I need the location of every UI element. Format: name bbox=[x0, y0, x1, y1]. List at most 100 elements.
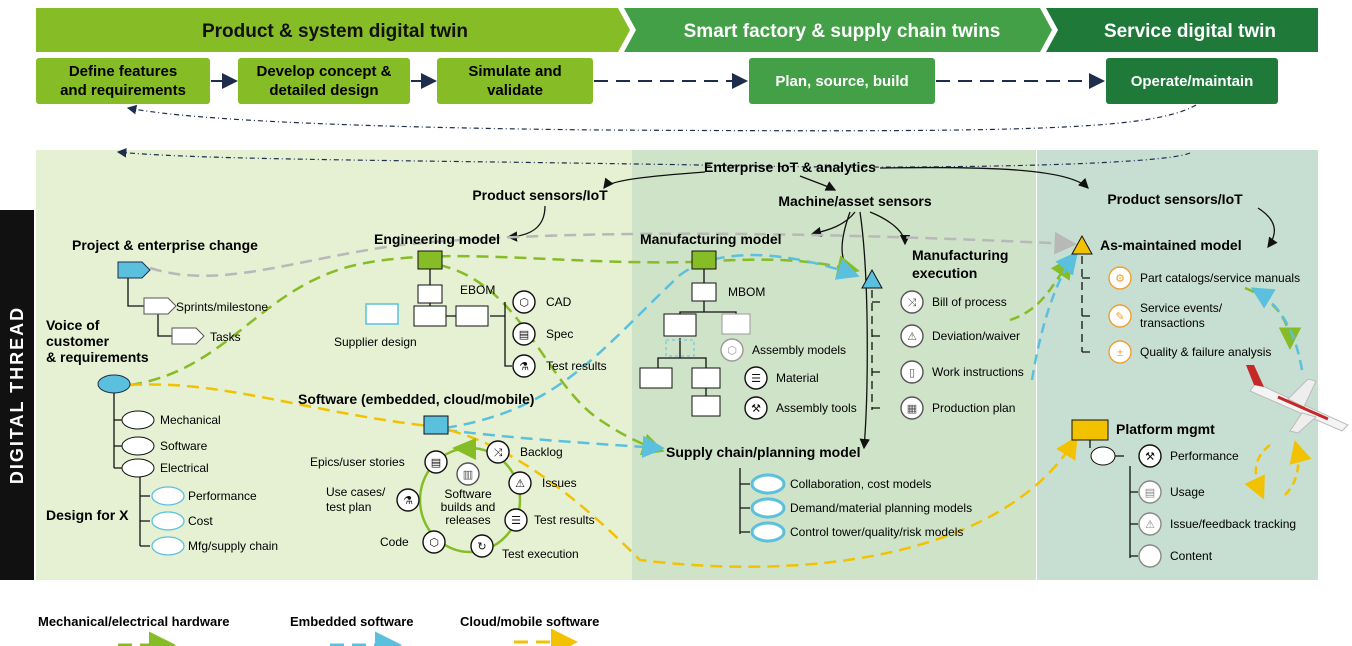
svg-text:±: ± bbox=[1117, 347, 1123, 359]
maintained-item-label: transactions bbox=[1140, 316, 1205, 330]
as-maintained-triangle bbox=[1071, 234, 1093, 255]
phase-product-label: Product & system digital twin bbox=[202, 21, 468, 42]
cyan-to-supply bbox=[444, 428, 665, 459]
ebom-node-1 bbox=[417, 284, 443, 304]
warning-icon: ⚠ bbox=[1138, 512, 1162, 536]
dfx-node bbox=[151, 511, 185, 531]
svg-text:▥: ▥ bbox=[463, 469, 473, 481]
supply-list: Collaboration, cost modelsDemand/materia… bbox=[750, 473, 972, 543]
project-change-node bbox=[117, 261, 151, 279]
sprints-node bbox=[143, 297, 177, 315]
mbom-tree-lines bbox=[657, 269, 737, 399]
ebom-node-3 bbox=[455, 305, 489, 327]
process-steps: Define features and requirements Develop… bbox=[36, 58, 1278, 132]
mbom-item-label: Material bbox=[776, 371, 819, 385]
software-cycle-arrowhead bbox=[452, 438, 476, 460]
dfx-label: Mfg/supply chain bbox=[188, 539, 278, 553]
svg-text:↻: ↻ bbox=[477, 541, 486, 553]
svg-text:⚗: ⚗ bbox=[403, 495, 413, 507]
calculator-icon: ± bbox=[1108, 340, 1132, 364]
ebom-node-2 bbox=[413, 305, 447, 327]
software-cycle-label: Test execution bbox=[502, 547, 579, 561]
machine-to-execution bbox=[869, 211, 911, 246]
supply-node bbox=[750, 497, 786, 519]
change-tree-lines bbox=[127, 278, 172, 337]
feedback-arc-top bbox=[126, 104, 1197, 132]
svg-text:☰: ☰ bbox=[511, 515, 521, 527]
clipboard-icon: ▯ bbox=[900, 360, 924, 384]
software-cycle: ▤Epics/user stories⤨Backlog⚗⚠Issues☰Test… bbox=[310, 440, 595, 561]
platform-item-label: Performance bbox=[1170, 449, 1239, 463]
phase-factory-bar bbox=[624, 8, 1052, 52]
execution-item-label: Work instructions bbox=[932, 365, 1024, 379]
svg-text:⬡: ⬡ bbox=[429, 537, 439, 549]
step-define bbox=[36, 58, 210, 104]
tasks-label: Tasks bbox=[210, 330, 241, 344]
iot-to-sensors-left bbox=[603, 171, 706, 190]
microscope-icon: ⚗ bbox=[396, 488, 420, 512]
maintained-item-label: Part catalogs/service manuals bbox=[1140, 271, 1300, 285]
voice-line2: customer bbox=[46, 333, 110, 349]
green-loop-thread bbox=[419, 260, 665, 456]
svg-text:⚠: ⚠ bbox=[1145, 519, 1155, 531]
step-develop-line2: detailed design bbox=[269, 82, 378, 99]
software-cycle-label: test plan bbox=[326, 500, 371, 514]
svg-text:⚠: ⚠ bbox=[515, 478, 525, 490]
execution-list: ⤨Bill of process⚠Deviation/waiver▯Work i… bbox=[900, 290, 1024, 420]
digital-thread-sidebar bbox=[0, 210, 34, 580]
mbom-node-c bbox=[665, 339, 695, 357]
enterprise-iot-label: Enterprise IoT & analytics bbox=[704, 159, 876, 175]
svg-text:⚗: ⚗ bbox=[519, 361, 529, 373]
legend-hardware-label: Mechanical/electrical hardware bbox=[38, 614, 229, 629]
software-builds-label: releases bbox=[445, 513, 490, 527]
machine-to-mfg-model bbox=[810, 211, 856, 238]
maintained-tree-line bbox=[1081, 256, 1094, 353]
feedback-arc-lower bbox=[116, 148, 1191, 168]
step-develop bbox=[238, 58, 410, 104]
sensors-to-maintained bbox=[1257, 207, 1278, 249]
software-cycle-label: Epics/user stories bbox=[310, 455, 405, 469]
tasks-node bbox=[171, 327, 205, 345]
supply-item-label: Demand/material planning models bbox=[790, 501, 972, 515]
mbom-node-e bbox=[691, 367, 721, 389]
svg-text:▤: ▤ bbox=[431, 457, 441, 469]
mbom-node-d bbox=[639, 367, 673, 389]
legend: Mechanical/electrical hardware Embedded … bbox=[38, 614, 599, 646]
svg-text:▦: ▦ bbox=[907, 403, 917, 415]
platform-tree-lines bbox=[1089, 440, 1138, 558]
green-hardware-thread bbox=[129, 254, 860, 387]
cyan-service-loop bbox=[1250, 287, 1304, 371]
documents-icon: ✎ bbox=[1108, 304, 1132, 328]
supply-chain-label: Supply chain/planning model bbox=[666, 444, 860, 460]
mbom-node-f bbox=[691, 395, 721, 417]
wrench-icon: ⚒ bbox=[1138, 444, 1162, 468]
execution-item-label: Bill of process bbox=[932, 295, 1007, 309]
platform-item-label: Issue/feedback tracking bbox=[1170, 517, 1296, 531]
svg-text:▤: ▤ bbox=[519, 329, 529, 341]
panel-factory bbox=[632, 150, 1036, 580]
step-develop-line1: Develop concept & bbox=[256, 63, 391, 80]
svg-text:⚠: ⚠ bbox=[907, 331, 917, 343]
machine-to-supply bbox=[859, 211, 870, 450]
cube-icon: ⬡ bbox=[422, 530, 446, 554]
shuffle-icon: ⤨ bbox=[486, 440, 510, 464]
maintained-item-label: Service events/ bbox=[1140, 301, 1223, 315]
supply-node bbox=[750, 521, 786, 543]
execution-line2: execution bbox=[912, 265, 977, 281]
software-cycle-label: Use cases/ bbox=[326, 485, 386, 499]
phase-service-bar bbox=[1046, 8, 1318, 52]
software-cycle-label: Issues bbox=[542, 476, 577, 490]
supply-item-label: Collaboration, cost models bbox=[790, 477, 931, 491]
platform-node bbox=[1071, 419, 1109, 441]
wrench-icon: ⚒ bbox=[744, 396, 768, 420]
calendar-icon: ▦ bbox=[900, 396, 924, 420]
shuffle-icon: ⤨ bbox=[900, 290, 924, 314]
cube-icon: ⬡ bbox=[720, 338, 744, 362]
svg-text:⚙: ⚙ bbox=[1115, 273, 1125, 285]
software-cycle-label: Code bbox=[380, 535, 409, 549]
platform-sub-node bbox=[1090, 446, 1116, 466]
step-simulate-line2: validate bbox=[487, 82, 543, 99]
